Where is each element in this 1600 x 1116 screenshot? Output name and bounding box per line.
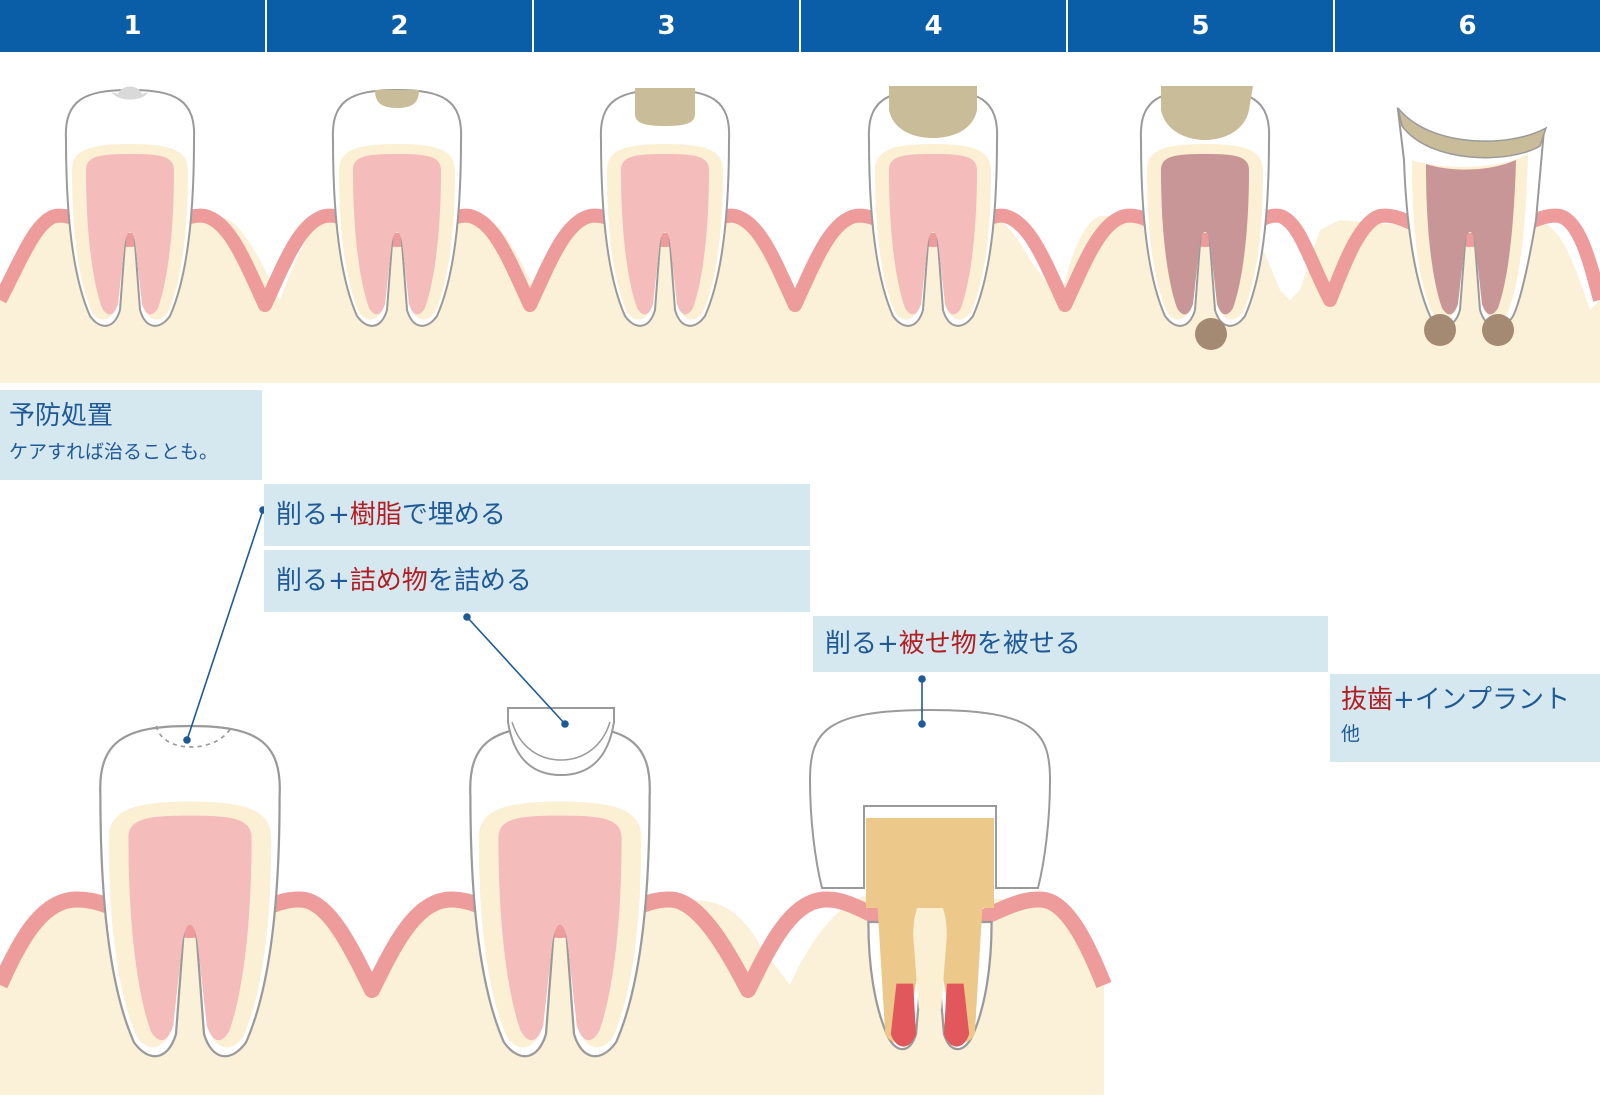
prevention-label: 予防処置 ケアすれば治ることも。 <box>0 390 262 480</box>
inlay-prefix: 削る+ <box>276 566 350 596</box>
connector-resin <box>184 507 266 743</box>
resin-suffix: で埋める <box>402 500 506 530</box>
crown-suffix: を被せる <box>977 629 1081 659</box>
resin-label: 削る+樹脂で埋める <box>264 484 810 546</box>
inlay-label: 削る+詰め物を詰める <box>264 550 810 612</box>
prevention-note: ケアすれば治ることも。 <box>9 440 262 464</box>
prevention-title: 予防処置 <box>9 400 262 432</box>
resin-prefix: 削る+ <box>276 500 350 530</box>
crown-highlight: 被せ物 <box>899 629 977 659</box>
crown-label: 削る+被せ物を被せる <box>813 616 1328 672</box>
crown-piece <box>810 710 1050 908</box>
extraction-note: 他 <box>1341 722 1600 746</box>
extraction-suffix: +インプラント <box>1393 685 1570 715</box>
inlay-highlight: 詰め物 <box>350 566 428 596</box>
extraction-label: 抜歯+インプラント 他 <box>1330 674 1600 762</box>
inlay-suffix: を詰める <box>428 566 532 596</box>
resin-highlight: 樹脂 <box>350 500 402 530</box>
crown-prefix: 削る+ <box>825 629 899 659</box>
extraction-highlight: 抜歯 <box>1341 685 1393 715</box>
